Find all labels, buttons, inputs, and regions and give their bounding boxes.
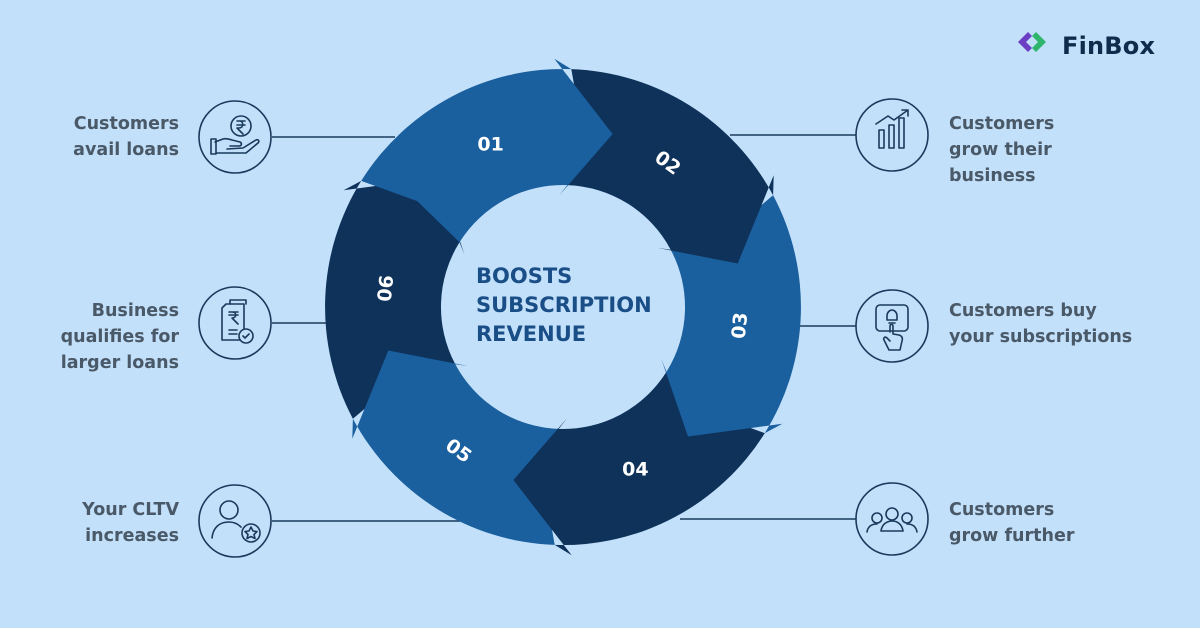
user-star-icon bbox=[198, 484, 272, 558]
cycle-segment-02 bbox=[567, 69, 774, 264]
step-number-06: 06 bbox=[374, 274, 399, 303]
cycle-segment-05 bbox=[352, 350, 559, 545]
step-number-03: 03 bbox=[728, 311, 753, 340]
step-label-04: Customers grow further bbox=[949, 500, 1075, 546]
finbox-logo-icon bbox=[1018, 32, 1046, 52]
step-label-03: Customers buy your subscriptions bbox=[949, 301, 1133, 347]
step-label-01: Customers avail loans bbox=[73, 114, 179, 160]
growth-chart-icon bbox=[855, 98, 929, 172]
cycle-segment-03 bbox=[661, 195, 801, 437]
center-title: BOOSTS SUBSCRIPTION REVENUE bbox=[476, 264, 652, 346]
brand-name: FinBox bbox=[1062, 32, 1156, 60]
cycle-segment-06 bbox=[325, 177, 465, 419]
step-label-05: Your CLTV increases bbox=[82, 500, 179, 546]
team-icon bbox=[855, 482, 929, 556]
cycle-segment-01 bbox=[361, 58, 613, 243]
rupee-hand-icon bbox=[198, 100, 272, 174]
approved-invoice-icon bbox=[198, 286, 272, 360]
brand-logo: FinBox bbox=[1062, 32, 1155, 60]
step-number-04: 04 bbox=[622, 459, 648, 481]
step-label-06: Business qualifies for larger loans bbox=[60, 301, 179, 373]
step-label-02: Customers grow their business bbox=[949, 114, 1055, 186]
step-number-01: 01 bbox=[477, 133, 503, 155]
tap-notification-icon bbox=[855, 289, 929, 363]
